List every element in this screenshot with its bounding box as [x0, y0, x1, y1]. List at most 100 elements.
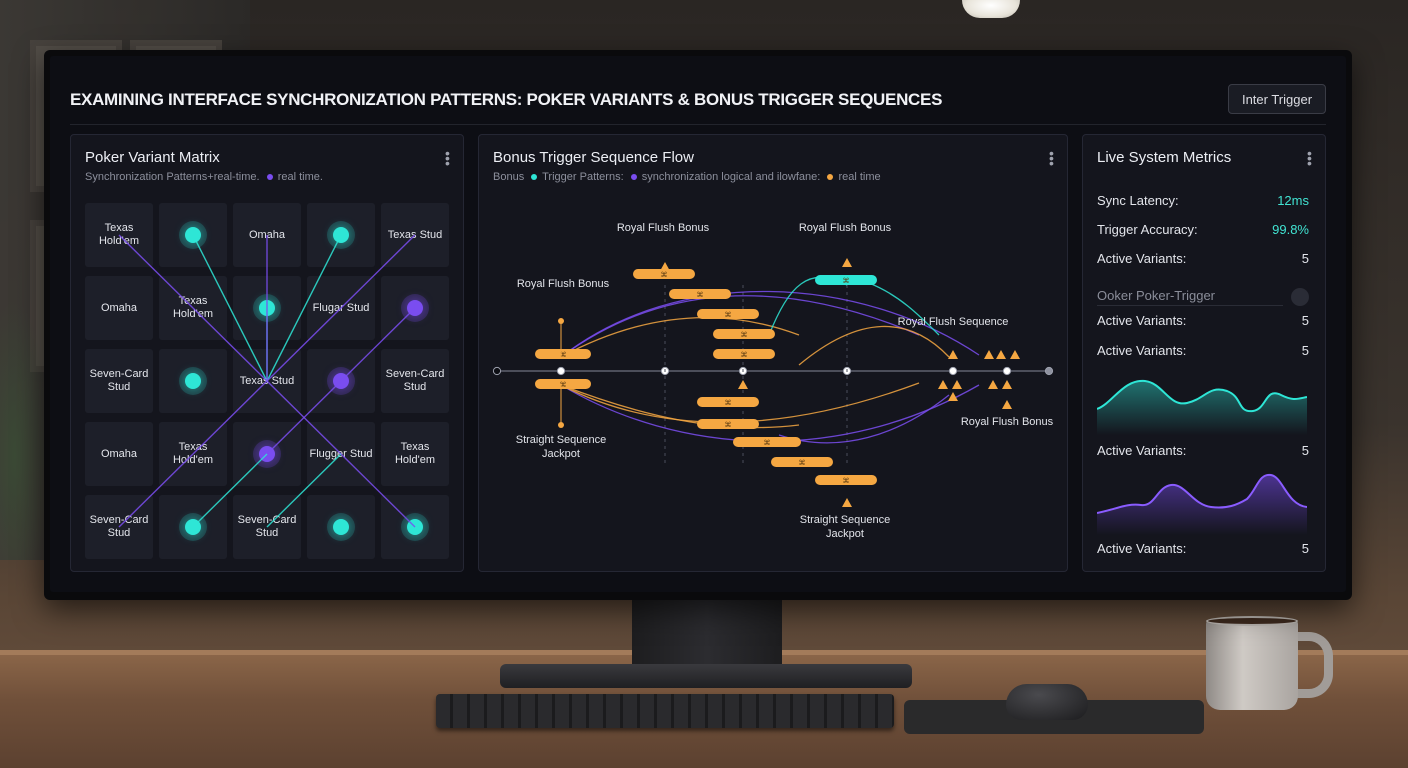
- bar-glyph: ⌘: [741, 331, 748, 339]
- variant-label: Texas Hold'em: [172, 441, 213, 466]
- trigger-bar: [713, 329, 775, 339]
- trigger-bar: [697, 397, 759, 407]
- more-options-icon[interactable]: [1307, 151, 1311, 166]
- royal-flush-bonus-label: Royal Flush Bonus: [616, 222, 710, 234]
- inter-trigger-button[interactable]: Inter Trigger: [1228, 84, 1326, 114]
- matrix-node-cell[interactable]: [159, 349, 227, 413]
- matrix-node-cell[interactable]: [381, 276, 449, 340]
- teal-sparkline: [1097, 379, 1307, 435]
- bar-glyph: ⌘: [560, 351, 567, 359]
- warning-icon: [1002, 380, 1012, 389]
- matrix-variant-cell[interactable]: Texas Hold'em: [85, 203, 153, 267]
- mouse[interactable]: [1006, 684, 1088, 720]
- matrix-variant-cell[interactable]: Omaha: [233, 203, 301, 267]
- variant-label: Seven-Card Stud: [385, 368, 445, 393]
- matrix-node-cell[interactable]: [307, 203, 375, 267]
- matrix-variant-cell[interactable]: Omaha: [85, 422, 153, 486]
- teal-node-icon: [333, 227, 349, 243]
- ceiling-lamp: [962, 0, 1020, 18]
- bonus-trigger-flow-panel: Bonus Trigger Sequence Flow Bonus Trigge…: [478, 134, 1068, 572]
- panel-title: Bonus Trigger Sequence Flow: [493, 149, 694, 166]
- warning-icon: [738, 380, 748, 389]
- trigger-search-row[interactable]: Ooker Poker-Trigger: [1097, 287, 1309, 307]
- trigger-bar: [535, 379, 591, 389]
- matrix-variant-cell[interactable]: Texas Stud: [381, 203, 449, 267]
- matrix-node-cell[interactable]: [233, 422, 301, 486]
- teal-node-icon: [333, 519, 349, 535]
- monitor-stand-base: [500, 664, 912, 688]
- matrix-variant-cell[interactable]: Seven-Card Stud: [233, 495, 301, 559]
- monitor: EXAMINING INTERFACE SYNCHRONIZATION PATT…: [44, 50, 1352, 600]
- mug-rim: [1206, 616, 1298, 626]
- variant-label: Seven-Card Stud: [237, 514, 297, 539]
- matrix-node-cell[interactable]: [381, 495, 449, 559]
- toggle-icon[interactable]: [1291, 288, 1309, 306]
- matrix-variant-cell[interactable]: Texas Hold'em: [159, 276, 227, 340]
- matrix-node-cell[interactable]: [307, 349, 375, 413]
- trigger-flow-diagram: ⌘⌘⌘⌘⌘⌘⌘⌘⌘⌘⌘⌘⌘: [492, 258, 1054, 507]
- variant-label: Omaha: [248, 228, 286, 241]
- bar-glyph: ⌘: [843, 277, 850, 285]
- matrix-variant-cell[interactable]: Seven-Card Stud: [381, 349, 449, 413]
- monitor-stand: [632, 596, 782, 672]
- bar-glyph: ⌘: [661, 271, 668, 279]
- purple-dot-icon: [630, 173, 637, 180]
- keyboard[interactable]: [436, 694, 894, 728]
- legend-text: Synchronization Patterns+real-time.: [85, 171, 260, 183]
- search-input[interactable]: Ooker Poker-Trigger: [1097, 288, 1283, 306]
- timeline-point: [492, 366, 502, 376]
- trigger-bar: [669, 289, 731, 299]
- flow-curve: [560, 317, 800, 358]
- royal-flush-bonus-label: Royal Flush Bonus: [798, 222, 892, 234]
- variant-label: Texas Stud: [239, 374, 295, 387]
- matrix-variant-cell[interactable]: Texas Hold'em: [381, 422, 449, 486]
- variant-label: Flugger Stud: [309, 447, 373, 460]
- orange-dot-icon: [827, 173, 834, 180]
- bar-glyph: ⌘: [843, 477, 850, 485]
- more-options-icon[interactable]: [445, 151, 449, 166]
- purple-node-icon: [407, 300, 423, 316]
- warning-icon: [1002, 400, 1012, 409]
- teal-node-icon: [185, 227, 201, 243]
- metric-value: 5: [1301, 443, 1309, 458]
- timeline-point: [1044, 366, 1054, 376]
- warning-icon: [952, 380, 962, 389]
- royal-flush-bonus-label: Royal Flush Bonus: [516, 278, 610, 290]
- matrix-variant-cell[interactable]: Texas Hold'em: [159, 422, 227, 486]
- matrix-variant-cell[interactable]: Seven-Card Stud: [85, 495, 153, 559]
- matrix-node-cell[interactable]: [307, 495, 375, 559]
- variant-label: Seven-Card Stud: [89, 514, 149, 539]
- matrix-variant-cell[interactable]: Flugger Stud: [307, 422, 375, 486]
- matrix-variant-cell[interactable]: Seven-Card Stud: [85, 349, 153, 413]
- legend-realtime: real time: [838, 171, 881, 183]
- matrix-variant-cell[interactable]: Flugar Stud: [307, 276, 375, 340]
- variant-label: Texas Stud: [387, 228, 443, 241]
- matrix-variant-cell[interactable]: Texas Stud: [233, 349, 301, 413]
- variant-label: Texas Hold'em: [98, 222, 139, 247]
- straight-sequence-jackpot-label: Straight Sequence Jackpot: [799, 514, 891, 540]
- matrix-variant-cell[interactable]: Omaha: [85, 276, 153, 340]
- warning-icon: [948, 350, 958, 359]
- panel-title: Poker Variant Matrix: [85, 149, 220, 166]
- teal-node-icon: [407, 519, 423, 535]
- matrix-node-cell[interactable]: [233, 276, 301, 340]
- bar-glyph: ⌘: [697, 291, 704, 299]
- active-variants-row: Active Variants: 5: [1097, 541, 1309, 556]
- legend-suffix: real time.: [277, 171, 323, 183]
- bar-glyph: ⌘: [725, 311, 732, 319]
- bar-glyph: ⌘: [764, 439, 771, 447]
- metric-label: Trigger Accuracy:: [1097, 222, 1198, 237]
- flow-curve: [868, 282, 940, 336]
- flow-curve: [560, 384, 800, 429]
- panel-title: Live System Metrics: [1097, 149, 1232, 166]
- legend-bonus: Bonus: [493, 171, 525, 183]
- warning-icon: [842, 498, 852, 507]
- metric-label: Active Variants:: [1097, 313, 1187, 328]
- trigger-accuracy-row: Trigger Accuracy: 99.8%: [1097, 222, 1309, 237]
- matrix-node-cell[interactable]: [159, 495, 227, 559]
- screen: EXAMINING INTERFACE SYNCHRONIZATION PATT…: [50, 56, 1346, 592]
- bar-glyph: ⌘: [560, 381, 567, 389]
- metric-label: Active Variants:: [1097, 343, 1187, 358]
- matrix-node-cell[interactable]: [159, 203, 227, 267]
